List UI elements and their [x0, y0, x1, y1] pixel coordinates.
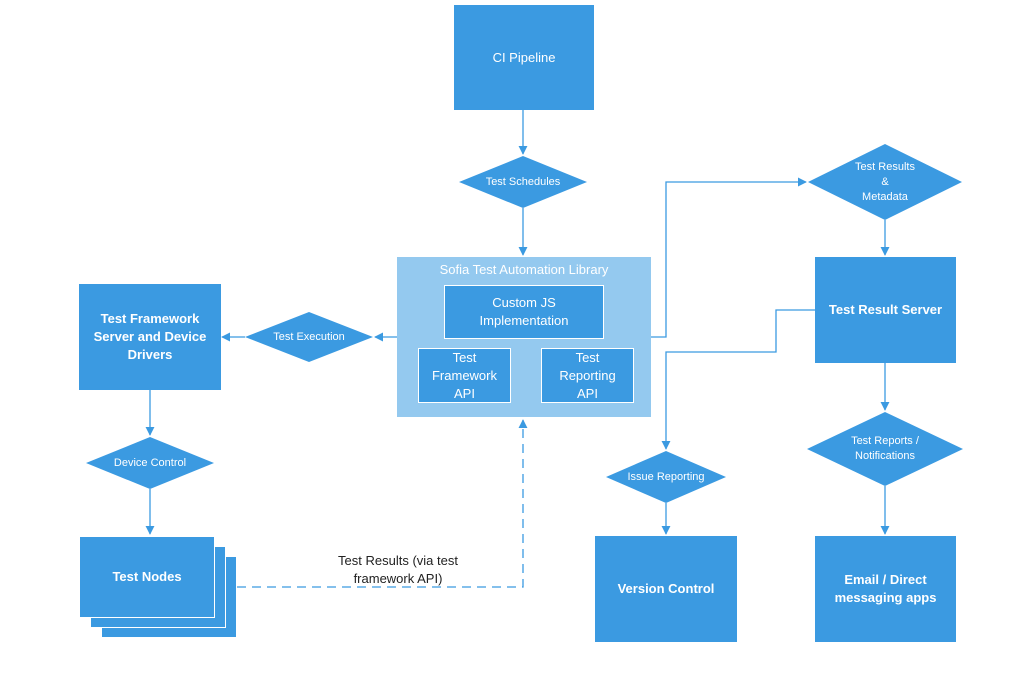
edge-nodes-to-library-dashed: [237, 419, 528, 588]
test-nodes-label: Test Nodes: [112, 569, 182, 584]
edge-library-to-results-metadata: [651, 177, 807, 338]
version-control-node: Version Control: [595, 536, 737, 642]
decision-test-results-metadata-shape: [808, 144, 962, 220]
decision-test-results-metadata-label: Test Results & Metadata: [855, 160, 915, 203]
ci-pipeline-node: CI Pipeline: [454, 5, 594, 110]
test-framework-api-node: Test Framework API: [418, 348, 511, 403]
email-messaging-label: Email / Direct messaging apps: [834, 572, 937, 605]
custom-js-label: Custom JS Implementation: [479, 295, 569, 328]
test-nodes-node: Test Nodes: [79, 536, 215, 618]
decision-issue-reporting-shape: [606, 451, 726, 503]
decision-test-execution-label: Test Execution: [273, 330, 345, 343]
decision-device-control-shape: [86, 437, 214, 489]
test-reporting-api-node: Test Reporting API: [541, 348, 634, 403]
dashed-edge-annotation: Test Results (via test framework API): [338, 553, 458, 586]
decision-test-reports-notifications-label: Test Reports / Notifications: [851, 435, 919, 462]
decision-device-control-label: Device Control: [113, 456, 187, 469]
test-framework-server-label: Test Framework Server and Device Drivers: [93, 311, 207, 362]
test-result-server-node: Test Result Server: [815, 257, 956, 363]
custom-js-node: Custom JS Implementation: [444, 285, 604, 339]
test-reporting-api-label: Test Reporting API: [559, 349, 616, 401]
edge-result-server-to-issue-reporting: [661, 309, 815, 450]
decision-test-reports-notifications-shape: [807, 412, 963, 486]
decision-test-execution-shape: [245, 312, 373, 362]
decision-test-schedules-shape: [459, 156, 587, 208]
sofia-library-title: Sofia Test Automation Library: [439, 262, 609, 277]
sofia-library-container: Sofia Test Automation Library Custom JS …: [397, 257, 651, 417]
decision-issue-reporting-label: Issue Reporting: [627, 470, 705, 483]
decision-test-schedules-label: Test Schedules: [485, 175, 561, 188]
test-framework-server-node: Test Framework Server and Device Drivers: [79, 284, 221, 390]
test-framework-api-label: Test Framework API: [431, 349, 497, 401]
version-control-label: Version Control: [617, 581, 715, 596]
email-messaging-node: Email / Direct messaging apps: [815, 536, 956, 642]
ci-pipeline-label: CI Pipeline: [492, 49, 556, 65]
test-result-server-label: Test Result Server: [828, 302, 943, 317]
